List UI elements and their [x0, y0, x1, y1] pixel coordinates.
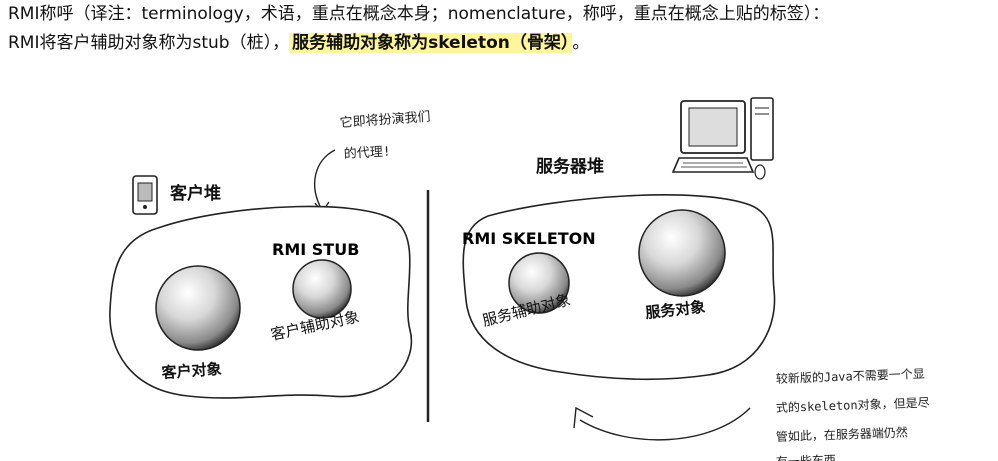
annotation-bottom-line-3: 管如此，在服务器端仍然: [776, 424, 908, 444]
server-heap-label: 服务器堆: [536, 156, 604, 177]
annotation-arrow-bottom-head: [573, 406, 594, 429]
server-heap: 服务器堆 RMI SKELETON 服务辅助对象 服务对象: [462, 97, 776, 381]
annotation-top-line-1: 它即将扮演我们: [339, 109, 431, 131]
header-line-2-end: 。: [572, 33, 590, 53]
header-line-1: RMI称呼（译注：terminology，术语，重点在概念本身；nomencla…: [8, 4, 830, 24]
client-object-ball: [155, 265, 241, 351]
highlighted-text: 服务辅助对象称为skeleton（骨架）: [289, 33, 573, 53]
annotation-top-line-2: 的代理!: [343, 144, 391, 162]
server-object-ball: [638, 209, 726, 297]
computer-icon: [671, 97, 774, 180]
header-line-2-text: RMI将客户辅助对象称为stub（桩），: [8, 33, 290, 53]
server-helper-ball: [508, 252, 570, 314]
annotation-arrow-bottom: [579, 407, 751, 441]
client-helper-ball: [292, 259, 352, 319]
annotation-bottom-line-4: 有一些东西...: [776, 452, 858, 461]
client-object-label: 客户对象: [160, 360, 222, 382]
rmi-skeleton-title: RMI SKELETON: [462, 229, 596, 248]
client-heap-label: 客户堆: [169, 183, 221, 204]
annotation-arrow-top: [314, 149, 336, 211]
client-heap: 客户堆 RMI STUB 客户对象 客户辅助对象: [109, 175, 413, 399]
header-line-2: RMI将客户辅助对象称为stub（桩），服务辅助对象称为skeleton（骨架）…: [8, 31, 589, 55]
rmi-stub-title: RMI STUB: [272, 240, 359, 259]
pda-icon: [132, 175, 158, 215]
annotation-bottom-line-1: 较新版的Java不需要一个显: [776, 366, 925, 386]
annotation-bottom-line-2: 式的skeleton对象，但是尽: [776, 395, 930, 415]
